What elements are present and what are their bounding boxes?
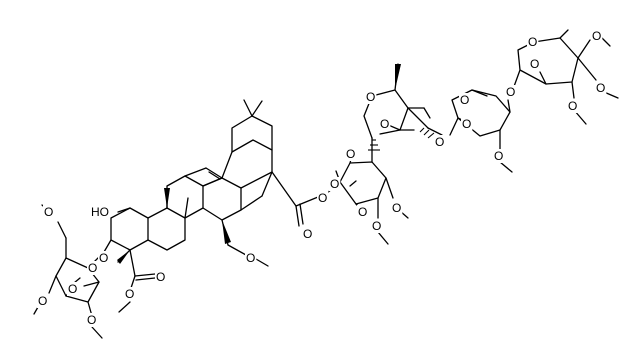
oxygen-label: O — [530, 57, 539, 71]
oxygen-label: O — [592, 29, 601, 43]
atom-label-backdrop — [365, 90, 377, 104]
atom-label-backdrop — [391, 201, 403, 215]
oxygen-label: O — [330, 177, 339, 191]
sugar-ring-4-bonds — [449, 89, 513, 173]
oxygen-label: O — [88, 261, 97, 275]
oxygen-label: O — [506, 85, 515, 99]
oxygen-label: O — [87, 313, 96, 327]
atom-label-backdrop — [434, 135, 446, 149]
atom-label-backdrop — [345, 147, 357, 161]
atom-label-backdrop — [67, 282, 79, 296]
atom-label-backdrop — [87, 261, 99, 275]
oxygen-label: O — [38, 294, 47, 308]
atom-label-backdrop — [302, 227, 314, 241]
atom-label-backdrop — [124, 287, 136, 301]
wedge-methyl-c10 — [164, 188, 170, 208]
oxygen-label: O — [44, 205, 53, 219]
atom-label-backdrop — [529, 57, 541, 71]
oxygen-label: O — [99, 251, 108, 265]
ring-d — [202, 177, 242, 221]
oxygen-label: O — [125, 287, 134, 301]
atom-label-backdrop — [567, 99, 579, 113]
sugar-ring-5-bonds — [511, 29, 619, 125]
atom-label-backdrop — [595, 81, 607, 95]
atom-label-backdrop — [459, 93, 471, 107]
oxygen-label: O — [568, 99, 577, 113]
atom-labels: HO O O O O O O O O O O O O O O O O O O O… — [37, 29, 607, 327]
wedge-c4-methyl — [117, 250, 130, 264]
oxygen-label: O — [156, 270, 165, 284]
oxygen-label: O — [462, 117, 471, 131]
atom-label-backdrop — [86, 313, 98, 327]
triterpene-core-bonds — [103, 99, 341, 313]
atom-label-backdrop — [505, 85, 517, 99]
atom-label-backdrop — [90, 205, 110, 219]
oxygen-label: O — [372, 219, 381, 233]
oxygen-label: O — [346, 147, 355, 161]
atom-label-backdrop — [329, 177, 341, 191]
atom-label-backdrop — [493, 149, 505, 163]
oxygen-label: O — [246, 251, 255, 265]
oxygen-label: O — [68, 282, 77, 296]
oxygen-label: O — [460, 93, 469, 107]
atom-label-backdrop — [371, 219, 383, 233]
atom-label-backdrop — [37, 294, 49, 308]
oxygen-label: O — [358, 205, 367, 219]
atom-label-backdrop — [461, 117, 473, 131]
atom-label-backdrop — [527, 35, 539, 49]
atom-label-backdrop — [357, 205, 369, 219]
atom-label-backdrop — [43, 205, 55, 219]
oxygen-label: O — [366, 90, 375, 104]
ring-a — [110, 207, 149, 251]
atom-label-backdrop — [245, 251, 257, 265]
atom-label-backdrop — [317, 191, 329, 205]
wedge-c14 — [222, 220, 231, 244]
oxygen-label: O — [494, 149, 503, 163]
ring-e — [221, 139, 273, 189]
oxygen-label: O — [528, 35, 537, 49]
oxygen-label: O — [318, 191, 327, 205]
oxygen-label: O — [380, 117, 389, 131]
hashed-bonds — [368, 127, 435, 151]
atom-label-backdrop — [379, 117, 391, 131]
ring-b — [147, 207, 186, 251]
hydroxyl-label: HO — [91, 205, 109, 219]
atom-label-backdrop — [98, 251, 110, 265]
oxygen-label: O — [392, 201, 401, 215]
oxygen-label: O — [303, 227, 312, 241]
atom-label-backdrop — [155, 270, 167, 284]
oxygen-label: O — [435, 135, 444, 149]
atom-label-backdrop — [591, 29, 603, 43]
oxygen-label: O — [596, 81, 605, 95]
wedge-sugar3-methyl — [395, 64, 401, 90]
